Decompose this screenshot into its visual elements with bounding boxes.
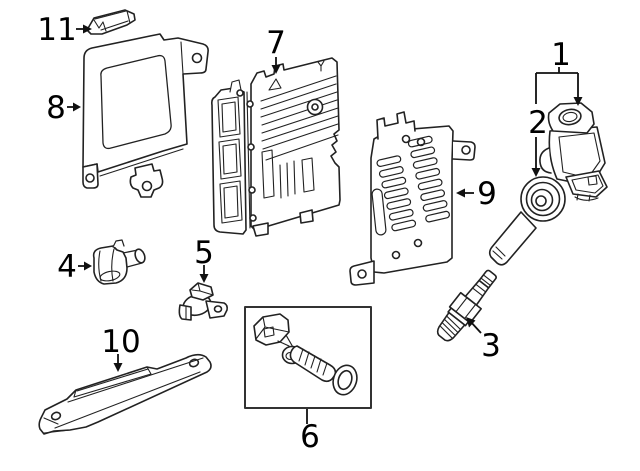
arrowhead-4	[84, 261, 92, 271]
arrowhead-8	[73, 102, 81, 112]
arrowhead-9	[456, 188, 465, 198]
knock-sensor-part	[92, 239, 146, 285]
callout-arrowheads	[73, 24, 583, 372]
mounting-bracket-part	[82, 33, 209, 198]
callout-8-label: 8	[46, 90, 66, 126]
spark-plug-part	[436, 269, 497, 342]
callout-5-label: 5	[194, 235, 214, 271]
arrowhead-10	[113, 363, 123, 372]
callout-3-label: 3	[481, 328, 501, 364]
callout-2-label: 2	[528, 105, 548, 141]
arrowhead-3	[466, 317, 476, 328]
arrowhead-2	[531, 168, 541, 177]
vented-bracket-part	[349, 111, 476, 286]
callout-7-label: 7	[266, 25, 286, 61]
arrowhead-11	[83, 24, 92, 34]
arrowhead-1	[573, 97, 583, 106]
arrowhead-7	[271, 65, 281, 74]
callout-1-label: 1	[551, 37, 571, 73]
crank-sensor-part	[253, 313, 358, 396]
callout-6-label: 6	[300, 419, 320, 455]
vent-slots	[376, 135, 450, 232]
retainer-clip-part	[86, 9, 136, 35]
arrowhead-5	[199, 274, 209, 283]
cam-position-sensor-part	[178, 282, 228, 321]
callout-4-label: 4	[57, 249, 77, 285]
callout-9-label: 9	[477, 176, 497, 212]
callout-11-label: 11	[37, 12, 76, 48]
support-bracket-part	[38, 353, 212, 435]
engine-control-module-part	[211, 57, 341, 237]
callout-labels: 11 8 7 1 2 9 3 4 5 10 6	[37, 12, 571, 455]
ignition-coil-part	[539, 102, 608, 202]
callout-1-bracket-line	[535, 67, 579, 171]
coil-boot-part	[488, 176, 566, 266]
detail-box	[244, 306, 372, 409]
callout-10-label: 10	[101, 324, 140, 360]
